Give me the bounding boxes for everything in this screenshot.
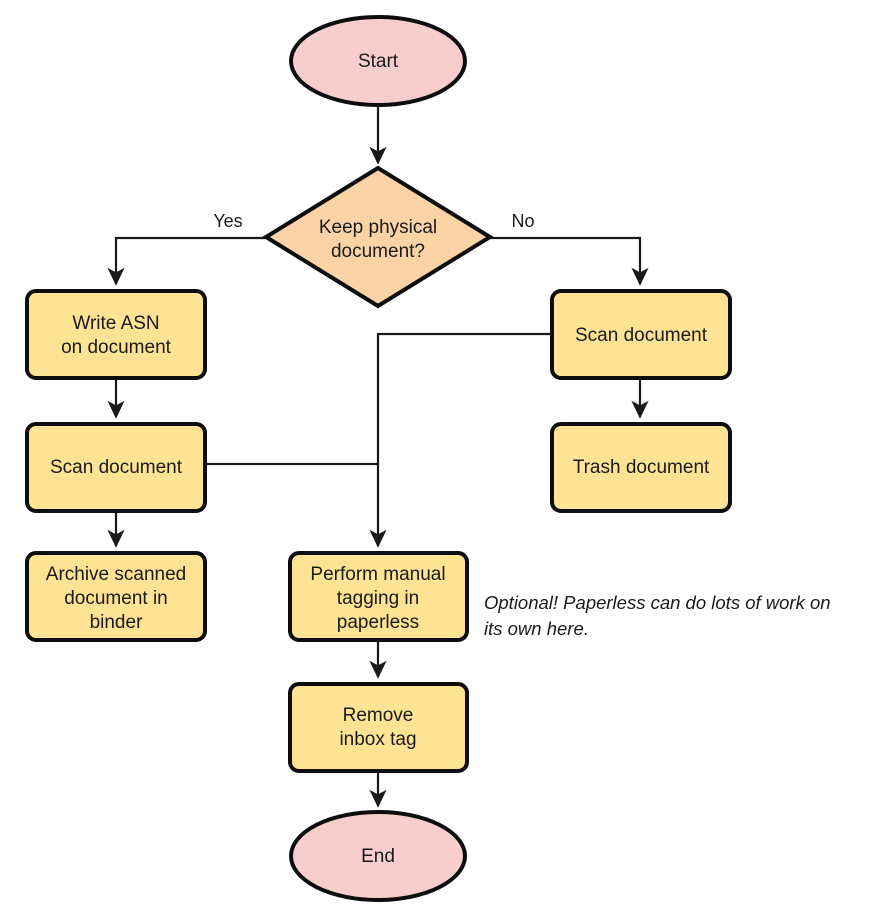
decision-label-line2: document? [331, 241, 425, 262]
archive-box [25, 551, 207, 642]
start-ellipse [289, 15, 467, 107]
tagging-label-line1: Perform manual [310, 564, 445, 585]
edge-label-yes: Yes [213, 211, 242, 231]
tagging-label-line2: tagging in [337, 588, 419, 609]
edge-decision-no-to-scan-right [490, 236, 649, 286]
archive-label-line3: binder [90, 612, 143, 633]
tagging-label-line3: paperless [337, 612, 419, 633]
node-end[interactable]: End [289, 810, 467, 902]
trash-document-label: Trash document [573, 457, 710, 478]
node-trash-document[interactable]: Trash document [550, 422, 732, 513]
start-label: Start [358, 51, 399, 72]
decision-label-line1: Keep physical [319, 217, 437, 238]
annotation-optional-paperless: Optional! Paperless can do lots of work … [484, 592, 831, 639]
remove-inbox-label-line1: Remove [343, 705, 414, 726]
node-write-asn-on-document[interactable]: Write ASN on document [25, 289, 207, 380]
scan-document-left-label: Scan document [50, 457, 183, 478]
node-perform-manual-tagging[interactable]: Perform manual tagging in paperless [288, 551, 469, 642]
edge-label-no: No [511, 211, 534, 231]
archive-label-line1: Archive scanned [46, 564, 186, 585]
scan-document-right-box [550, 289, 732, 380]
end-label: End [361, 846, 395, 867]
annotation-line1: Optional! Paperless can do lots of work … [484, 592, 831, 613]
end-ellipse [289, 810, 467, 902]
write-asn-label-line2: on document [61, 337, 172, 358]
archive-label-line2: document in [64, 588, 168, 609]
annotation-line2: its own here. [484, 618, 589, 639]
edge-scan-right-to-tagging [369, 332, 551, 548]
remove-inbox-tag-box [288, 682, 469, 773]
node-archive-scanned-document[interactable]: Archive scanned document in binder [25, 551, 207, 642]
node-remove-inbox-tag[interactable]: Remove inbox tag [288, 682, 469, 773]
write-asn-label-line1: Write ASN [72, 313, 159, 334]
node-start[interactable]: Start [289, 15, 467, 107]
scan-document-left-box [25, 422, 207, 513]
node-scan-document-right[interactable]: Scan document [550, 289, 732, 380]
scan-document-right-label: Scan document [575, 325, 708, 346]
node-scan-document-left[interactable]: Scan document [25, 422, 207, 513]
remove-inbox-label-line2: inbox tag [339, 729, 416, 750]
write-asn-box [25, 289, 207, 380]
node-decision-keep-physical-document[interactable]: Keep physical document? [262, 165, 494, 309]
trash-document-box [550, 422, 732, 513]
tagging-box [288, 551, 469, 642]
decision-diamond [262, 165, 494, 309]
edge-decision-yes-to-write-asn [107, 236, 265, 286]
connector-layer [107, 105, 649, 808]
